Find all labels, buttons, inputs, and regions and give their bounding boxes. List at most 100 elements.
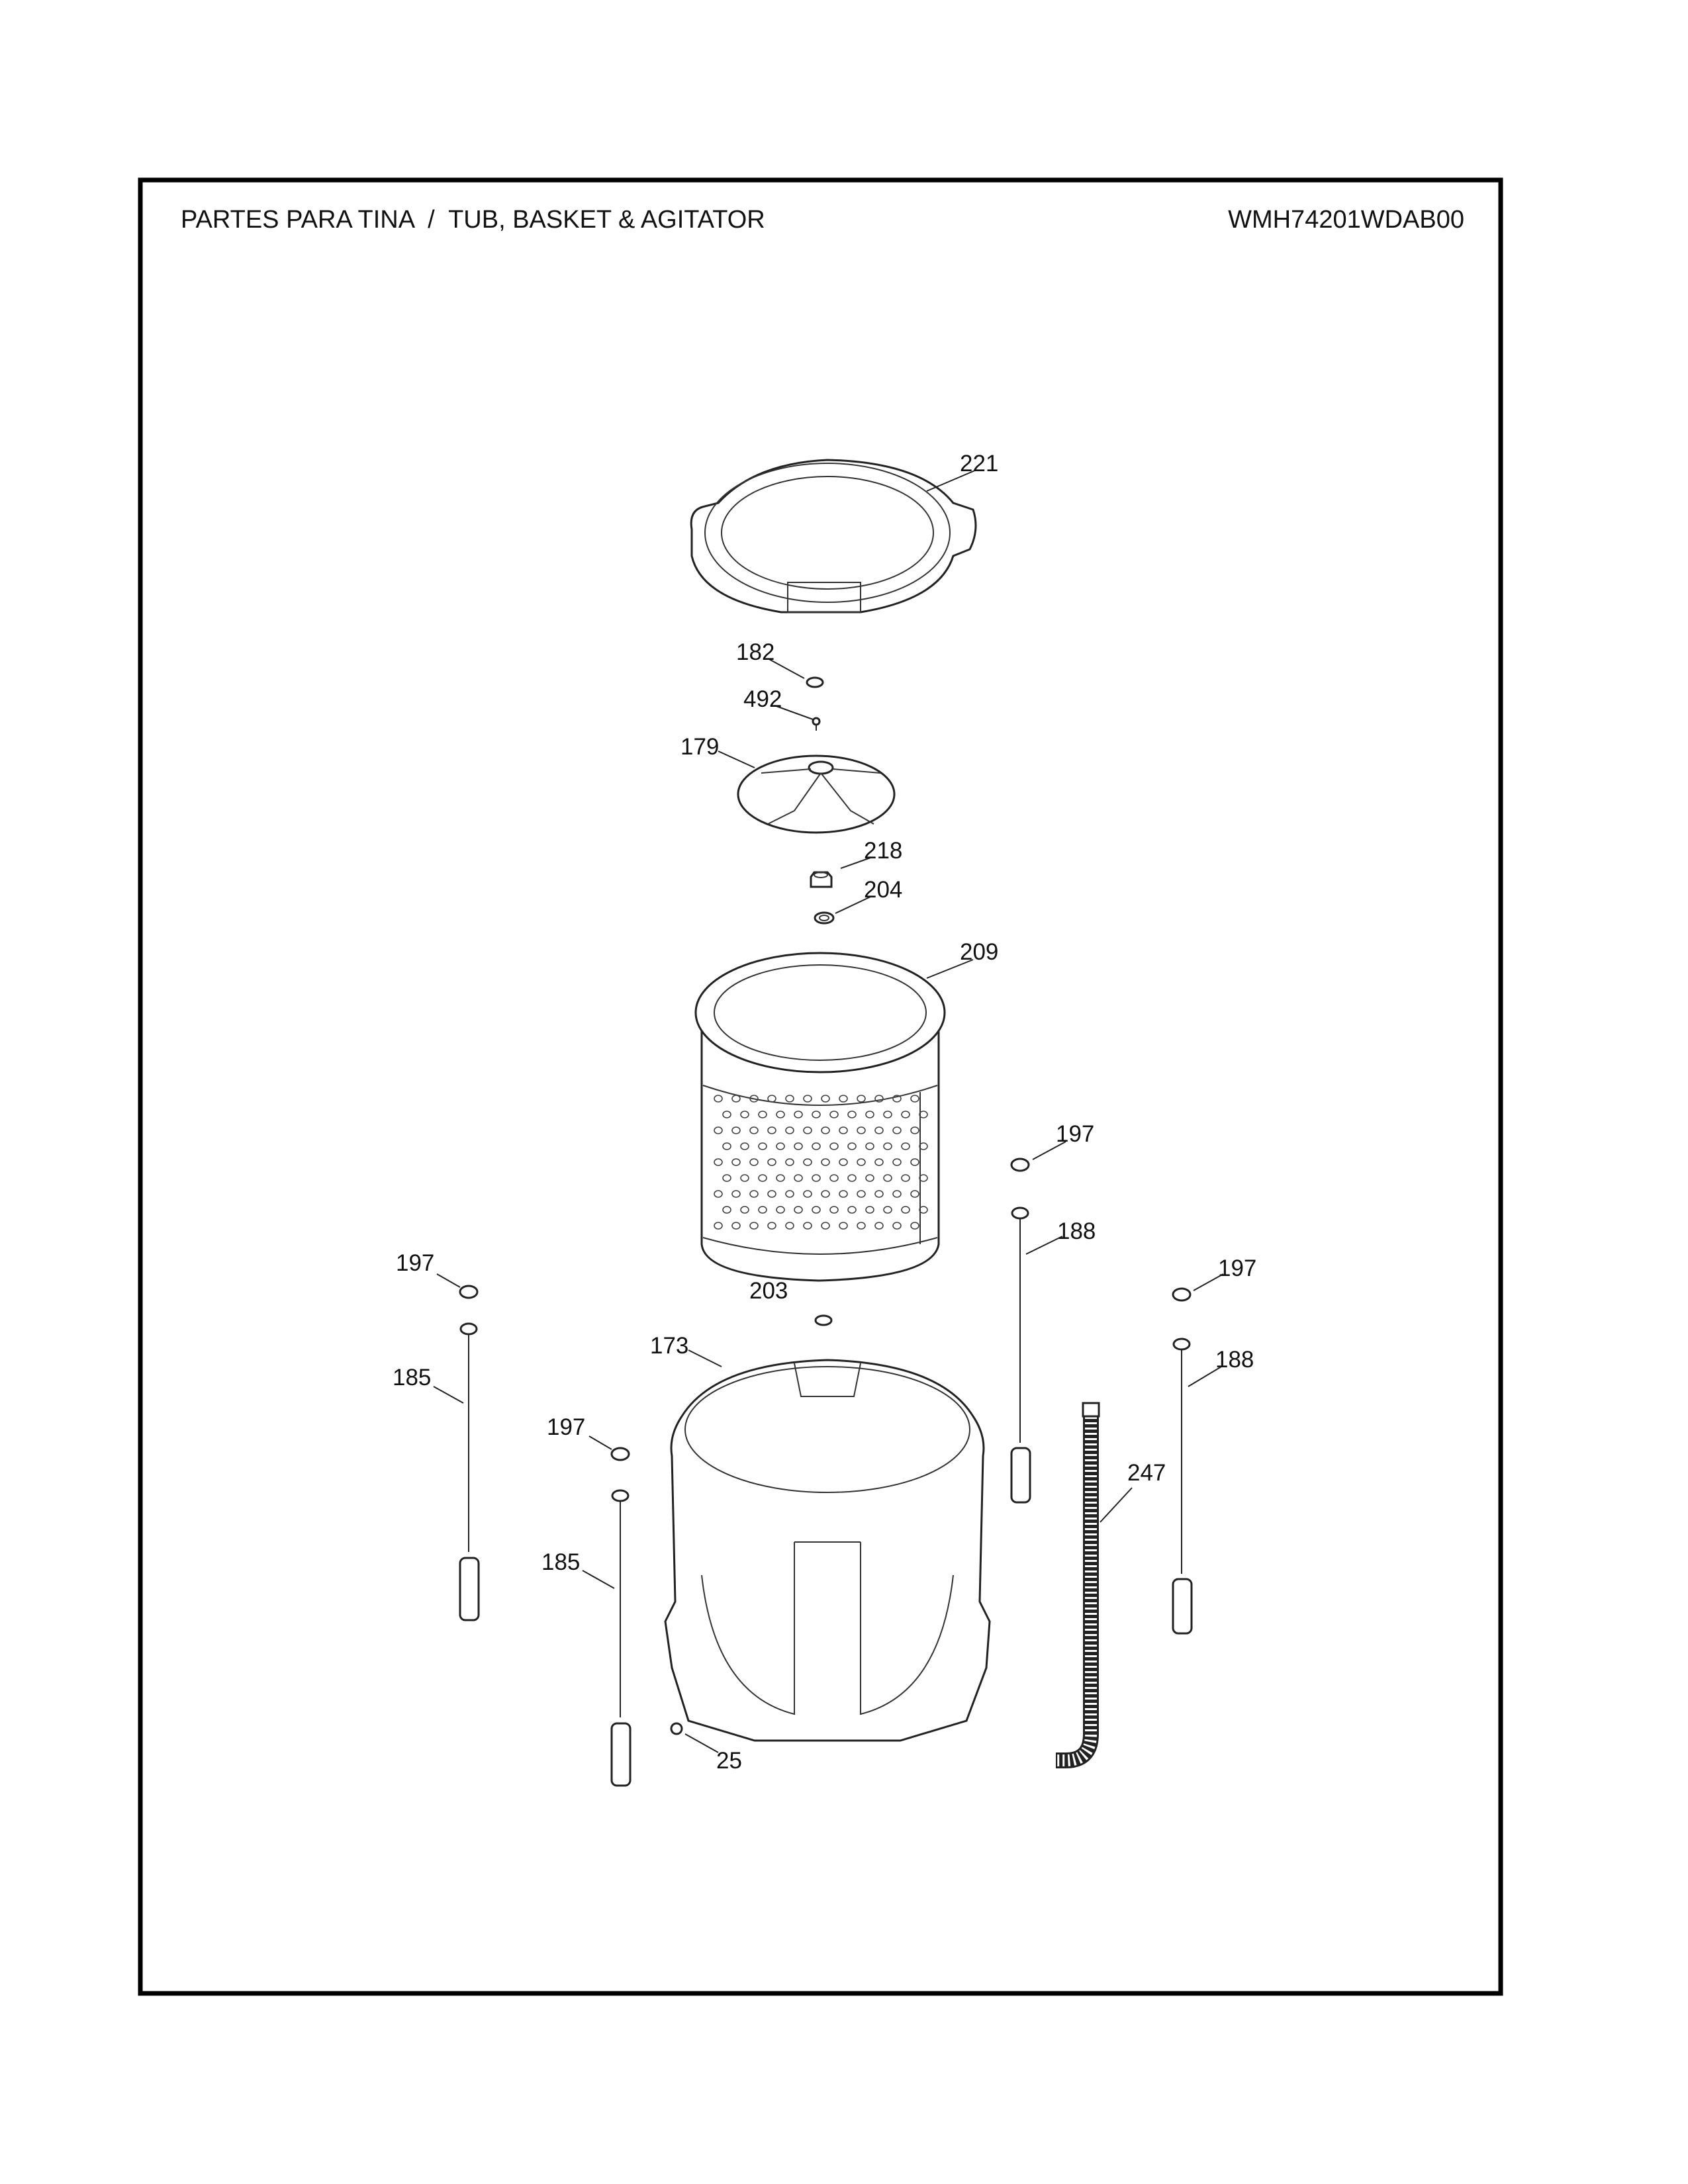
suspension-rod-part (459, 1322, 480, 1621)
basket-hole (892, 1158, 902, 1166)
basket-hole (919, 1174, 928, 1182)
callout-25: 25 (716, 1748, 742, 1774)
basket-hole (829, 1206, 839, 1214)
suspension-cap-part (610, 1447, 630, 1461)
callout-185-b: 185 (541, 1549, 580, 1575)
basket-hole (758, 1206, 767, 1214)
basket-hole (892, 1095, 902, 1103)
basket-part (694, 952, 946, 1282)
basket-hole (857, 1190, 866, 1198)
basket-hole (812, 1174, 821, 1182)
callout-209: 209 (960, 939, 998, 965)
basket-hole (731, 1126, 741, 1134)
callout-173: 173 (650, 1333, 688, 1359)
basket-hole (821, 1190, 830, 1198)
basket-hole (722, 1111, 731, 1118)
basket-hole (857, 1222, 866, 1230)
basket-hole (821, 1158, 830, 1166)
basket-hole (847, 1111, 857, 1118)
pulsator-part (737, 754, 896, 834)
basket-hole (910, 1095, 919, 1103)
basket-hole (847, 1142, 857, 1150)
callout-247: 247 (1127, 1460, 1166, 1486)
basket-hole (874, 1158, 884, 1166)
basket-hole (910, 1158, 919, 1166)
basket-hole (749, 1222, 759, 1230)
tub-cover-part (690, 459, 977, 614)
basket-hole (776, 1111, 785, 1118)
basket-hole (883, 1111, 892, 1118)
seal-part (814, 1314, 833, 1326)
drain-hose-part (1056, 1402, 1100, 1768)
basket-hole (821, 1126, 830, 1134)
basket-hole (758, 1174, 767, 1182)
basket-hole (829, 1142, 839, 1150)
basket-hole (839, 1190, 848, 1198)
basket-hole (901, 1174, 910, 1182)
basket-hole (839, 1095, 848, 1103)
basket-hole (785, 1158, 794, 1166)
basket-hole (803, 1095, 812, 1103)
suspension-cap-part (459, 1285, 479, 1299)
basket-hole (901, 1111, 910, 1118)
basket-hole (740, 1206, 749, 1214)
basket-hole (714, 1222, 723, 1230)
basket-hole (821, 1095, 830, 1103)
basket-hole (857, 1158, 866, 1166)
outer-tub-part (664, 1359, 991, 1742)
callout-185-a: 185 (393, 1365, 431, 1390)
basket-hole (794, 1111, 803, 1118)
basket-hole (794, 1142, 803, 1150)
basket-hole (812, 1206, 821, 1214)
basket-hole (749, 1126, 759, 1134)
basket-hole (758, 1111, 767, 1118)
callout-197-b: 197 (1218, 1255, 1256, 1281)
basket-hole (910, 1222, 919, 1230)
basket-hole (812, 1142, 821, 1150)
callout-182: 182 (736, 639, 774, 665)
basket-hole (722, 1174, 731, 1182)
basket-hole (731, 1095, 741, 1103)
callout-197-c: 197 (396, 1250, 434, 1276)
basket-hole (785, 1126, 794, 1134)
callout-197-d: 197 (547, 1414, 585, 1440)
basket-hole (919, 1111, 928, 1118)
suspension-cap-part (1010, 1158, 1030, 1172)
basket-hole (910, 1126, 919, 1134)
basket-hole (749, 1158, 759, 1166)
basket-hole (803, 1126, 812, 1134)
basket-hole (901, 1142, 910, 1150)
basket-hole (829, 1111, 839, 1118)
cap-part (806, 676, 824, 688)
suspension-rod-part (1172, 1338, 1193, 1635)
basket-hole (749, 1095, 759, 1103)
basket-hole (847, 1206, 857, 1214)
callout-218: 218 (864, 838, 902, 864)
suspension-rod-part (610, 1489, 632, 1787)
diagram-title: PARTES PARA TINA / TUB, BASKET & AGITATO… (181, 206, 765, 234)
page-border (138, 177, 1503, 1996)
basket-hole (892, 1190, 902, 1198)
basket-hole (714, 1158, 723, 1166)
basket-hole (740, 1174, 749, 1182)
suspension-rod-part (1010, 1206, 1031, 1504)
callout-197-a: 197 (1056, 1121, 1094, 1147)
basket-hole (740, 1142, 749, 1150)
basket-hole (714, 1190, 723, 1198)
basket-hole (767, 1158, 776, 1166)
basket-hole (883, 1206, 892, 1214)
basket-hole (776, 1142, 785, 1150)
basket-hole (776, 1206, 785, 1214)
suspension-cap-part (1172, 1287, 1192, 1302)
basket-hole (767, 1222, 776, 1230)
basket-hole (839, 1158, 848, 1166)
basket-hole (714, 1126, 723, 1134)
basket-hole (794, 1174, 803, 1182)
basket-hole (883, 1174, 892, 1182)
basket-hole (865, 1111, 874, 1118)
basket-hole (767, 1095, 776, 1103)
basket-hole (794, 1206, 803, 1214)
basket-hole (785, 1095, 794, 1103)
basket-hole (829, 1174, 839, 1182)
basket-hole (874, 1126, 884, 1134)
